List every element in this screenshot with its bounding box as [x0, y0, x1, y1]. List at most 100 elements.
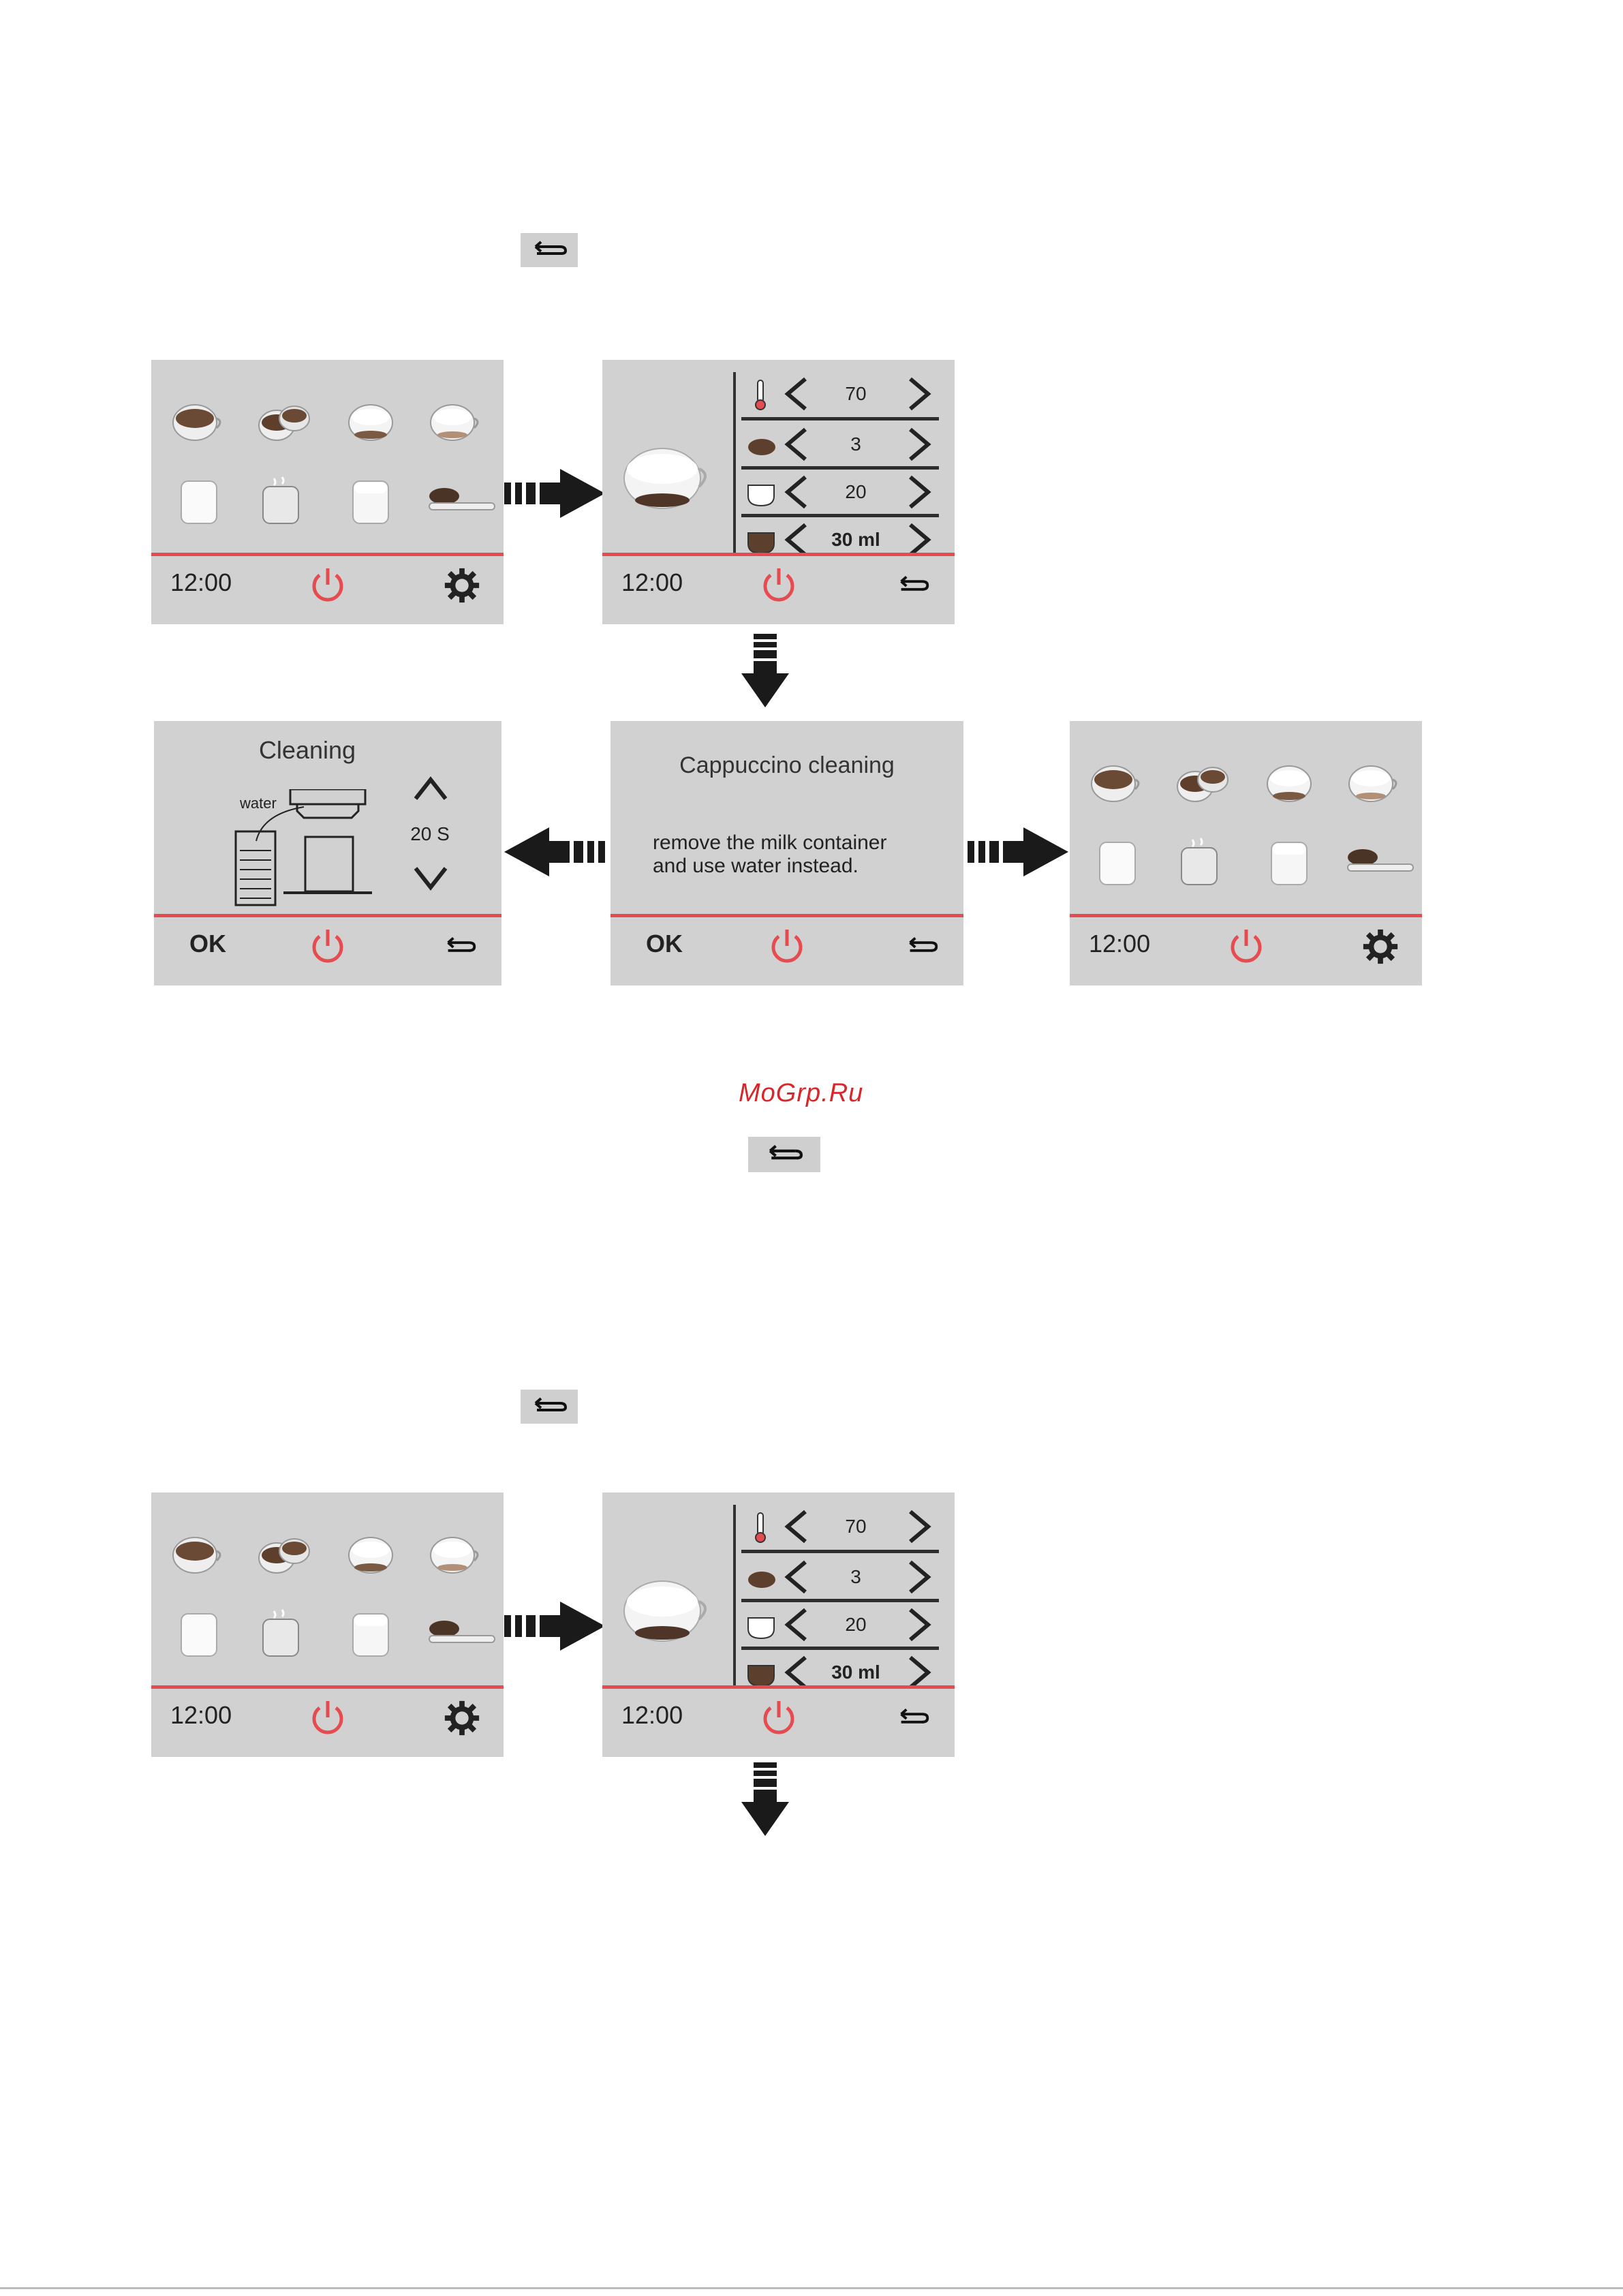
cleaning-duration: 20 S — [386, 823, 474, 845]
volume-value: 30 ml — [815, 1662, 897, 1683]
decrease-strength-button[interactable] — [781, 1558, 811, 1596]
status-bar: OK — [610, 914, 963, 985]
status-bar: 12:00 — [1070, 914, 1422, 985]
cappuccino-cleaning-prompt: Cappuccino cleaning remove the milk cont… — [610, 721, 963, 985]
decrease-temperature-button[interactable] — [781, 1507, 811, 1546]
decrease-milk-button[interactable] — [781, 473, 811, 511]
clock: 12:00 — [1089, 930, 1150, 958]
increase-milk-button[interactable] — [905, 1606, 935, 1644]
gear-icon[interactable] — [442, 1698, 482, 1738]
latte-icon[interactable] — [1345, 756, 1401, 807]
temperature-value: 70 — [815, 1516, 897, 1537]
clock: 12:00 — [621, 1701, 683, 1730]
divider — [741, 1647, 939, 1650]
divider — [741, 1599, 939, 1602]
milk-row: 20 — [744, 1603, 940, 1644]
cleaning-title: Cleaning — [154, 736, 481, 765]
hot-milk-icon[interactable] — [172, 1608, 228, 1659]
decrease-milk-button[interactable] — [781, 1606, 811, 1644]
strength-row: 3 — [744, 1555, 940, 1596]
cappuccino-icon[interactable] — [345, 395, 401, 446]
divider — [741, 1550, 939, 1553]
power-icon[interactable] — [758, 564, 799, 605]
hot-water-icon[interactable] — [253, 1608, 309, 1659]
back-arrow-icon — [521, 233, 578, 267]
thermometer-icon — [744, 1512, 778, 1543]
decrease-temperature-button[interactable] — [781, 375, 811, 413]
hot-milk-icon[interactable] — [1090, 837, 1146, 887]
back-arrow-icon[interactable] — [893, 566, 933, 605]
clock: 12:00 — [170, 568, 232, 597]
espresso-icon[interactable] — [1087, 756, 1143, 807]
latte-icon[interactable] — [427, 1528, 482, 1578]
double-espresso-icon[interactable] — [256, 1528, 312, 1578]
ground-coffee-icon[interactable] — [424, 1614, 499, 1664]
volume-value: 30 ml — [815, 529, 897, 551]
flow-arrow-left — [504, 826, 605, 878]
temperature-value: 70 — [815, 383, 897, 405]
ok-button[interactable]: OK — [189, 930, 226, 958]
decrease-strength-button[interactable] — [781, 425, 811, 463]
flow-arrow-down — [741, 634, 789, 707]
coffee-bean-icon — [744, 429, 778, 461]
cappuccino-icon[interactable] — [1263, 756, 1319, 807]
power-icon[interactable] — [307, 925, 348, 966]
back-arrow-icon[interactable] — [893, 1698, 933, 1738]
milk-foam-icon[interactable] — [1262, 837, 1318, 887]
flow-arrow-right — [968, 826, 1068, 878]
milk-foam-icon[interactable] — [343, 1608, 399, 1659]
back-arrow-icon[interactable] — [440, 927, 480, 966]
page-footer-line — [0, 2287, 1623, 2289]
increase-strength-button[interactable] — [905, 1558, 935, 1596]
coffee-cup-icon — [744, 1657, 778, 1689]
divider — [741, 417, 939, 420]
flow-arrow-down — [741, 1762, 789, 1836]
cleaning-screen: Cleaning water 20 S OK — [154, 721, 501, 985]
hot-water-icon[interactable] — [253, 476, 309, 526]
cappuccino-settings-screen: 70 3 20 30 ml 12:00 — [602, 1493, 955, 1757]
double-espresso-icon[interactable] — [256, 395, 312, 446]
temperature-row: 70 — [744, 1505, 940, 1546]
gear-icon[interactable] — [442, 566, 482, 605]
hot-water-icon[interactable] — [1172, 837, 1228, 887]
espresso-icon[interactable] — [169, 1528, 225, 1578]
increase-strength-button[interactable] — [905, 425, 935, 463]
latte-icon[interactable] — [427, 395, 482, 446]
coffee-cup-icon — [744, 525, 778, 556]
power-icon[interactable] — [767, 925, 807, 966]
strength-row: 3 — [744, 423, 940, 463]
hot-milk-icon[interactable] — [172, 476, 228, 526]
increase-time-button[interactable] — [413, 776, 448, 803]
ground-coffee-icon[interactable] — [424, 481, 499, 532]
decrease-time-button[interactable] — [413, 864, 448, 891]
divider — [741, 466, 939, 470]
increase-temperature-button[interactable] — [905, 375, 935, 413]
gear-icon[interactable] — [1361, 927, 1400, 966]
prompt-title: Cappuccino cleaning — [610, 752, 963, 779]
status-bar: 12:00 — [602, 553, 955, 624]
strength-value: 3 — [815, 1566, 897, 1588]
increase-temperature-button[interactable] — [905, 1507, 935, 1546]
power-icon[interactable] — [758, 1697, 799, 1738]
power-icon[interactable] — [1226, 925, 1267, 966]
thermometer-icon — [744, 379, 778, 410]
power-icon[interactable] — [307, 1697, 348, 1738]
divider — [741, 514, 939, 517]
milk-foam-icon[interactable] — [343, 476, 399, 526]
double-espresso-icon[interactable] — [1175, 756, 1231, 807]
back-arrow-icon[interactable] — [902, 927, 942, 966]
status-bar: OK — [154, 914, 501, 985]
cappuccino-icon[interactable] — [345, 1528, 401, 1578]
ground-coffee-icon[interactable] — [1342, 842, 1417, 893]
menu-screen: 12:00 — [1070, 721, 1422, 985]
parameter-list: 70 3 20 30 ml — [733, 1505, 940, 1690]
ok-button[interactable]: OK — [646, 930, 683, 958]
cappuccino-cup-icon — [619, 435, 714, 517]
milk-cup-icon — [744, 1610, 778, 1641]
watermark: MoGrp.Ru — [739, 1079, 863, 1108]
power-icon[interactable] — [307, 564, 348, 605]
milk-row: 20 — [744, 470, 940, 511]
espresso-icon[interactable] — [169, 395, 225, 446]
increase-milk-button[interactable] — [905, 473, 935, 511]
milk-value: 20 — [815, 1614, 897, 1636]
